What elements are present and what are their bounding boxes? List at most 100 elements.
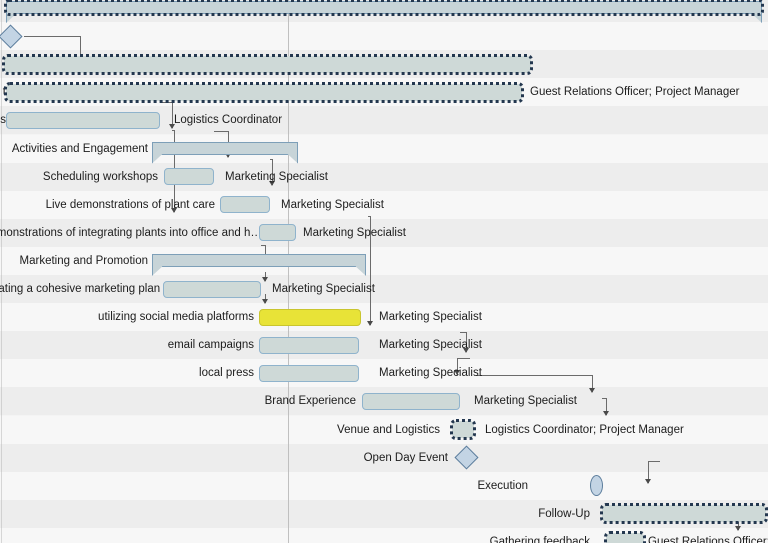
gantt-row-open-day-event (0, 443, 768, 472)
dependency-link-link-plan-to-social (261, 245, 265, 246)
dependency-arrow-link-notes-to-debrief (644, 479, 651, 484)
dependency-arrow-link-execution-to-followup (602, 411, 609, 416)
row-label-email-campaigns: email campaigns (167, 339, 254, 352)
dependency-link-link-notes-to-debrief (648, 461, 660, 462)
dependency-arrow-link-logistics-to-activity (168, 124, 175, 129)
gantt-row-cohesive-plan (0, 275, 768, 303)
dependency-link-link-activity-to-marketing (172, 130, 174, 131)
dependency-link-v-link-openday-to-execution (592, 375, 593, 392)
row-label-logistics-coord: s (0, 114, 6, 127)
task-bar-guest-relations[interactable] (4, 81, 524, 103)
task-bar-brand-experience[interactable] (362, 392, 460, 410)
dependency-arrow-link-live-to-integrating (268, 181, 275, 186)
row-label-activities-summary: Activities and Engagement (11, 142, 148, 155)
row-label-integrating-demos: demonstrations of integrating plants int… (0, 226, 262, 239)
task-bar-gathering-feedback[interactable] (604, 531, 646, 543)
critical-outline (4, 0, 764, 16)
task-bar-logistics-coord[interactable] (6, 111, 160, 129)
dependency-link-v-link-logistics-to-activity (172, 102, 173, 128)
dependency-link-v-link-email-to-press (265, 294, 266, 303)
summary-bar-marketing-summary[interactable] (152, 253, 366, 276)
gantt-row-live-demos (0, 190, 768, 219)
dependency-link-v-link-execution-to-followup (606, 398, 607, 415)
task-bar-venue-logistics[interactable] (450, 419, 476, 440)
resource-label-venue-logistics: Logistics Coordinator; Project Manager (485, 423, 684, 436)
gantt-row-start-milestone (0, 22, 768, 51)
task-bar-email-campaigns[interactable] (259, 336, 359, 354)
dependency-link-v-link-live-to-integrating (272, 159, 273, 185)
dependency-link-link-logistics-to-activity (160, 102, 172, 103)
gantt-row-activities-summary (0, 134, 768, 163)
summary-bar-activities-summary[interactable] (152, 141, 298, 164)
row-label-local-press: local press (199, 367, 254, 380)
resource-label-brand-experience: Marketing Specialist (474, 395, 577, 408)
task-bar-row-critical-2[interactable] (2, 53, 533, 75)
dependency-link-v-link-plan-to-social (265, 245, 266, 259)
row-label-scheduling-workshops: Scheduling workshops (42, 170, 158, 183)
row-label-open-day-event: Open Day Event (363, 451, 448, 464)
gantt-row-social-media (0, 303, 768, 332)
task-bar-follow-up[interactable] (600, 503, 768, 525)
dependency-link-v-link-notes-to-debrief (648, 461, 649, 483)
today-gridline (288, 0, 289, 543)
resource-label-guest-relations: Guest Relations Officer; Project Manager (530, 86, 740, 99)
dependency-arrow-link-email-to-press (261, 299, 268, 304)
gantt-row-execution (0, 471, 768, 500)
resource-label-logistics-coord: Logistics Coordinator (174, 114, 283, 127)
dependency-link-v-link-start-to-row2 (80, 36, 81, 62)
row-label-follow-up: Follow-Up (538, 507, 590, 520)
gantt-row-local-press (0, 359, 768, 388)
dependency-arrow-link-activity-to-marketing (170, 208, 177, 213)
task-bar-live-demos[interactable] (220, 196, 270, 214)
task-bar-scheduling-workshops[interactable] (164, 168, 214, 186)
resource-label-gathering-feedback: Guest Relations Officer; Pr (648, 535, 768, 543)
task-bar-social-media[interactable] (259, 308, 361, 326)
gantt-row-scheduling-workshops (0, 162, 768, 191)
dependency-link-link-live-to-integrating (270, 159, 272, 160)
task-bar-integrating-demos[interactable] (259, 224, 296, 242)
resource-label-scheduling-workshops: Marketing Specialist (225, 170, 328, 183)
row-label-gathering-feedback: Gathering feedback (489, 535, 590, 543)
resource-label-cohesive-plan: Marketing Specialist (272, 283, 375, 295)
dependency-arrow-link-sched-to-live (224, 153, 231, 158)
dependency-arrow-link-marketing-to-brand (366, 321, 373, 326)
dependency-arrow-link-openday-to-execution (588, 388, 595, 393)
gantt-row-gathering-feedback (0, 527, 768, 543)
dependency-link-v-link-marketing-to-brand (370, 216, 371, 325)
dependency-link-v-link-venue-to-openday (457, 358, 458, 374)
dependency-arrow-link-venue-to-openday (453, 370, 460, 375)
row-label-live-demos: Live demonstrations of plant care (45, 198, 215, 211)
task-bar-cohesive-plan[interactable] (163, 280, 261, 298)
gantt-row-marketing-summary (0, 246, 768, 275)
resource-label-social-media: Marketing Specialist (379, 311, 482, 324)
dependency-link-link-marketing-to-brand (368, 216, 370, 217)
dependency-link-link-venue-to-openday (457, 358, 470, 359)
milestone-oval-execution[interactable] (590, 475, 603, 497)
row-label-guest-relations: t (2, 86, 6, 99)
row-label-brand-experience: Brand Experience (264, 395, 356, 408)
dependency-link-link-execution-to-followup (602, 398, 606, 399)
task-bar-local-press[interactable] (259, 364, 359, 382)
row-label-execution: Execution (477, 479, 528, 492)
resource-label-local-press: Marketing Specialist (379, 367, 482, 380)
resource-label-integrating-demos: Marketing Specialist (303, 226, 406, 239)
dependency-link-link-openday-to-execution (476, 375, 592, 376)
dependency-link-v-link-brand-to-venue (466, 332, 467, 352)
resource-label-email-campaigns: Marketing Specialist (379, 339, 482, 352)
gantt-row-venue-logistics (0, 415, 768, 444)
dependency-link-link-sched-to-live (214, 131, 228, 132)
row-label-venue-logistics: Venue and Logistics (337, 423, 440, 436)
dependency-link-link-start-to-row2 (24, 36, 80, 37)
dependency-arrow-link-brand-to-venue (462, 348, 469, 353)
dependency-arrow-link-social-to-email (261, 277, 268, 282)
row-label-cohesive-plan: eating a cohesive marketing plan (0, 283, 161, 295)
row-label-social-media: utilizing social media platforms (98, 311, 254, 324)
resource-label-live-demos: Marketing Specialist (281, 198, 384, 211)
dependency-link-link-brand-to-venue (460, 332, 466, 333)
dependency-arrow-link-surveys-to-finish (734, 526, 741, 531)
row-label-marketing-summary: Marketing and Promotion (19, 254, 148, 267)
summary-bar-top-summary[interactable] (4, 0, 764, 23)
dependency-link-v-link-social-to-email (265, 272, 266, 281)
gantt-row-email-campaigns (0, 331, 768, 360)
